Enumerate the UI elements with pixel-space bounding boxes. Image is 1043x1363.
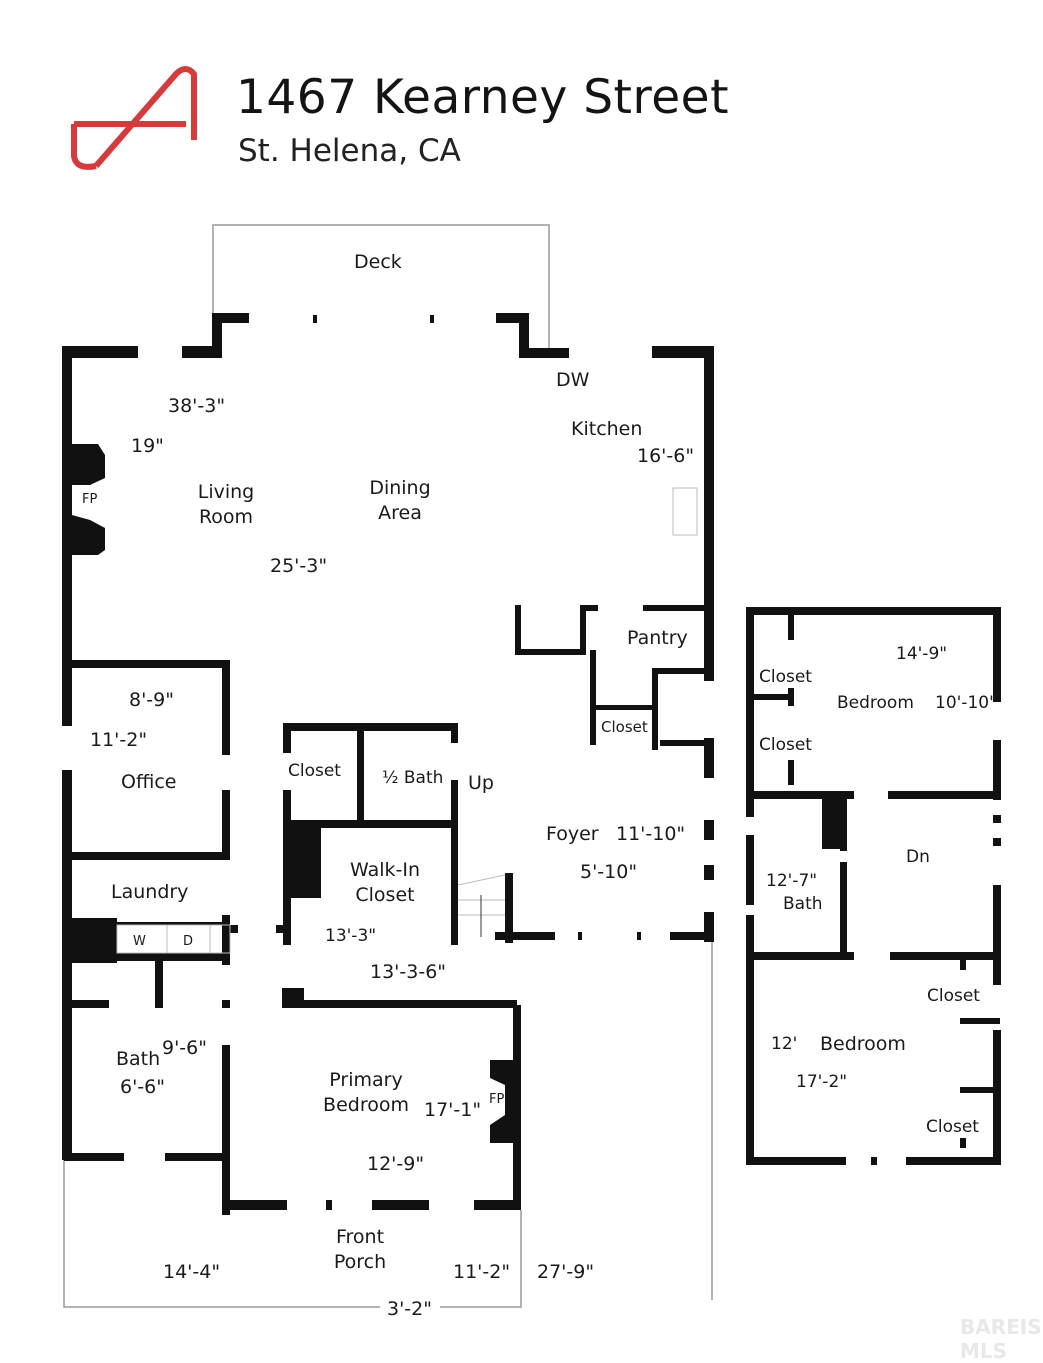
room-hall-closet: Closet — [288, 761, 341, 781]
dining-dimension: 25'-3" — [270, 555, 328, 577]
room-bath-2: Bath — [783, 894, 823, 914]
room-kitchen: Kitchen — [571, 418, 643, 440]
stairs-up-label: Up — [468, 772, 494, 794]
dishwasher-label: DW — [556, 369, 590, 391]
porch-dimension-3: 27'-9" — [537, 1261, 595, 1283]
foyer-dimension-2: 5'-10" — [580, 861, 638, 883]
primary-fireplace-label: FP — [489, 1092, 505, 1107]
floor2-closet-2: Closet — [759, 735, 812, 755]
washer-label: W — [133, 934, 146, 949]
mls-watermark: BAREIS MLS — [960, 1315, 1042, 1363]
room-foyer: Foyer — [546, 823, 599, 845]
bedroom1-dimension-1: 14'-9" — [896, 644, 948, 664]
room-pantry-closet: Closet — [601, 718, 648, 736]
room-bath: Bath — [116, 1048, 161, 1070]
fireplace-label: FP — [82, 492, 98, 507]
floor2-closet-4: Closet — [926, 1117, 979, 1137]
porch-dimension-1: 14'-4" — [163, 1261, 221, 1283]
foyer-dimension-1: 11'-10" — [616, 823, 686, 845]
living-dimension-1: 38'-3" — [168, 395, 226, 417]
porch-dimension-4: 3'-2" — [387, 1298, 432, 1320]
primary-dimension-1: 17'-1" — [424, 1099, 482, 1121]
bedroom2-dimension-1: 12' — [771, 1034, 798, 1054]
room-half-bath: ½ Bath — [382, 768, 444, 788]
porch-dimension-2: 11'-2" — [453, 1261, 511, 1283]
property-address: 1467 Kearney Street — [236, 70, 730, 125]
bath-dimension-2: 6'-6" — [120, 1076, 165, 1098]
walk-in-dimension: 13'-3" — [325, 926, 377, 946]
brand-logo-icon — [66, 64, 206, 178]
bath-dimension-1: 9'-6" — [162, 1037, 207, 1059]
room-office: Office — [121, 771, 177, 793]
property-city: St. Helena, CA — [238, 133, 461, 169]
room-laundry: Laundry — [111, 881, 189, 903]
room-dining-area: Dining Area — [369, 477, 431, 524]
front-porch: Front Porch — [333, 1226, 387, 1273]
room-primary-bedroom: Primary Bedroom — [323, 1069, 409, 1116]
room-walk-in-closet: Walk-In Closet — [350, 859, 420, 906]
room-bedroom-1: Bedroom — [837, 693, 914, 713]
dryer-label: D — [183, 934, 194, 949]
room-deck: Deck — [354, 251, 402, 273]
office-dimension-2: 11'-2" — [90, 729, 148, 751]
primary-dimension-2: 12'-9" — [367, 1153, 425, 1175]
room-living-room: Living Room — [197, 481, 255, 528]
floor2-closet-1: Closet — [759, 667, 812, 687]
floor2-closet-3: Closet — [927, 986, 980, 1006]
room-bedroom-2: Bedroom — [820, 1033, 906, 1055]
bath2-dimension: 12'-7" — [766, 871, 818, 891]
stairs-down-label: Dn — [906, 847, 930, 867]
office-dimension-1: 8'-9" — [129, 689, 174, 711]
kitchen-dimension: 16'-6" — [637, 445, 695, 467]
hall-dimension: 13'-3-6" — [370, 961, 447, 983]
room-pantry: Pantry — [627, 627, 688, 649]
bedroom2-dimension-2: 17'-2" — [796, 1072, 848, 1092]
bedroom1-dimension-2: 10'-10" — [935, 693, 997, 713]
living-dimension-2: 19" — [131, 435, 164, 457]
